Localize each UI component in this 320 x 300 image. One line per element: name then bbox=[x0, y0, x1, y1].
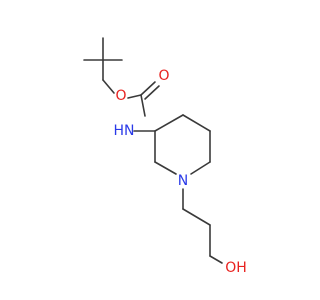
atom-oh: OH bbox=[225, 260, 247, 276]
atom-o-ester: O bbox=[115, 88, 126, 104]
bonds bbox=[83, 37, 223, 264]
atom-n-ring: N bbox=[178, 173, 188, 189]
bond-oester-to-carbonylC bbox=[127, 94, 142, 99]
bond-carbonyl-double-a bbox=[140, 81, 156, 96]
bond-ring-c6-n1 bbox=[190, 161, 211, 175]
atom-o-carbonyl: O bbox=[158, 68, 169, 84]
atoms: O O HN N OH bbox=[114, 68, 247, 276]
bond-chain-c1-c2 bbox=[182, 208, 211, 226]
bond-ring-n1-c2 bbox=[154, 161, 177, 175]
bond-carbonyl-double-b bbox=[144, 85, 160, 100]
molecule-diagram: O O HN N OH bbox=[83, 37, 247, 276]
atom-nh: HN bbox=[114, 123, 135, 139]
bond-ring-c4-c5 bbox=[182, 114, 211, 132]
bond-tbu-to-oester bbox=[102, 79, 115, 94]
bond-chain-c3-oh bbox=[209, 255, 223, 264]
structure-canvas: O O HN N OH bbox=[83, 37, 247, 276]
bond-carbonylC-to-nh bbox=[140, 94, 146, 117]
bond-ring-c3-c4 bbox=[154, 114, 184, 132]
